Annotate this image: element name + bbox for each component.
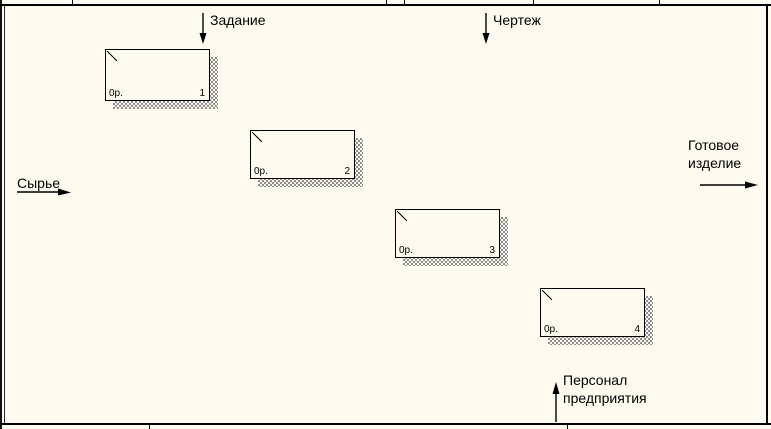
header-divider-tick bbox=[404, 0, 405, 4]
header-divider-tick bbox=[533, 0, 534, 4]
corner-slash-icon bbox=[107, 51, 117, 61]
box-number-label: 1 bbox=[199, 88, 205, 99]
frame-right-line bbox=[766, 4, 768, 425]
arrow-label-chertezh[interactable]: Чертеж bbox=[493, 12, 541, 28]
box-number-label: 2 bbox=[344, 166, 350, 177]
box-cost-label: 0р. bbox=[544, 324, 558, 335]
activity-box-4[interactable]: 0р. 4 bbox=[540, 288, 645, 337]
corner-slash-icon bbox=[397, 211, 407, 221]
footer-divider-tick bbox=[149, 425, 150, 429]
box-cost-label: 0р. bbox=[109, 88, 123, 99]
frame-top-line bbox=[0, 4, 771, 6]
arrow-label-gotovoe-izdelie[interactable]: Готовое изделие bbox=[688, 136, 741, 172]
corner-slash-icon bbox=[542, 290, 552, 300]
arrow-syrye[interactable] bbox=[17, 188, 71, 196]
frame-left-border bbox=[0, 0, 2, 429]
arrow-label-syrye[interactable]: Сырье bbox=[17, 175, 61, 191]
header-divider-tick bbox=[386, 0, 387, 4]
arrow-gotovoe-izdelie[interactable] bbox=[700, 181, 758, 189]
activity-box-3[interactable]: 0р. 3 bbox=[395, 209, 500, 258]
corner-slash-icon bbox=[252, 132, 262, 142]
box-cost-label: 0р. bbox=[254, 166, 268, 177]
arrow-label-line: Готовое bbox=[688, 137, 740, 153]
footer-divider-tick bbox=[567, 425, 568, 429]
arrow-label-line: предприятия bbox=[563, 390, 647, 406]
activity-box-1[interactable]: 0р. 1 bbox=[105, 49, 210, 101]
box-cost-label: 0р. bbox=[399, 245, 413, 256]
header-divider-tick bbox=[72, 0, 73, 4]
arrow-label-personal[interactable]: Персонал предприятия bbox=[563, 371, 647, 407]
arrow-label-line: изделие bbox=[688, 155, 742, 171]
arrow-personal[interactable] bbox=[552, 382, 560, 422]
arrow-label-line: Персонал bbox=[563, 372, 628, 388]
arrow-zadanie[interactable] bbox=[199, 13, 207, 44]
frame-left-inner-line bbox=[4, 4, 5, 424]
frame-bottom-line bbox=[0, 423, 771, 425]
box-number-label: 3 bbox=[489, 245, 495, 256]
arrow-chertezh[interactable] bbox=[482, 13, 490, 44]
box-number-label: 4 bbox=[634, 324, 640, 335]
arrow-label-zadanie[interactable]: Задание bbox=[210, 12, 266, 28]
header-divider-tick bbox=[659, 0, 660, 4]
activity-box-2[interactable]: 0р. 2 bbox=[250, 130, 355, 179]
